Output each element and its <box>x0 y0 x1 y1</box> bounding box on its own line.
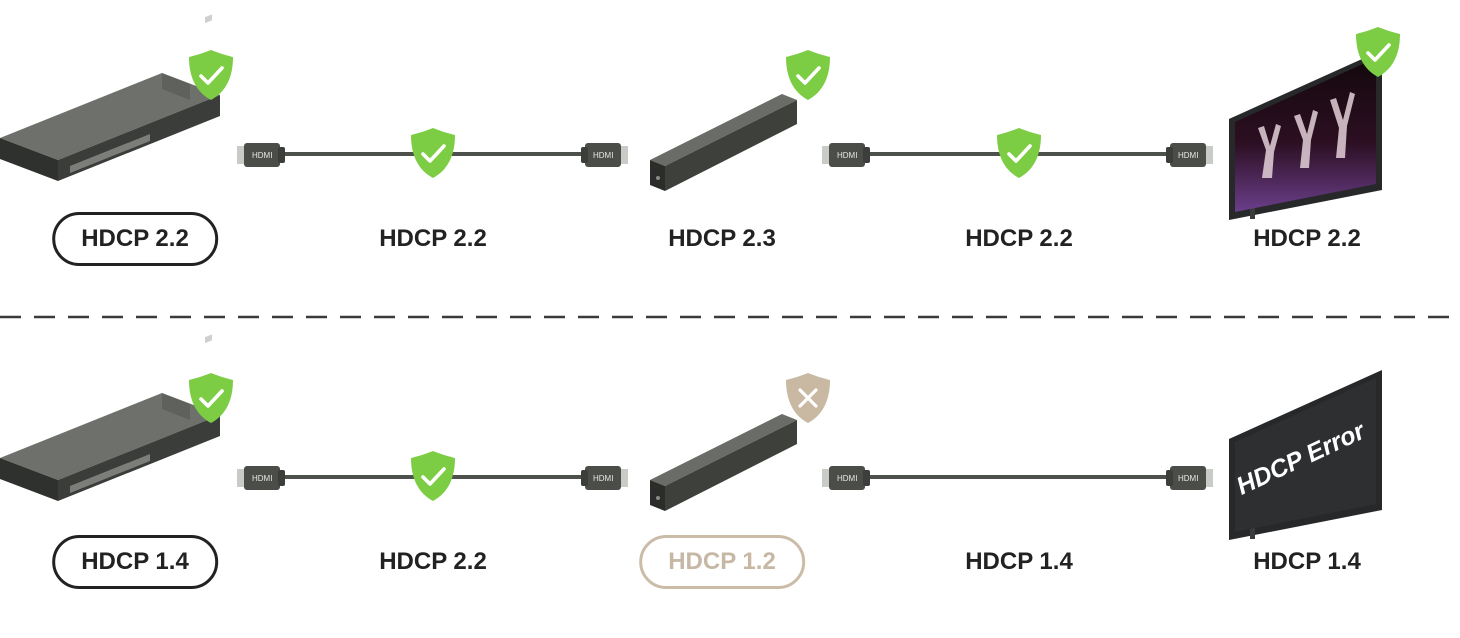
hdmi-connector-text: HDMI <box>252 474 272 483</box>
shield-x-icon <box>784 371 832 425</box>
bottom-source-device <box>0 334 220 501</box>
top-repeater-device <box>650 94 797 191</box>
hdmi-connector-text: HDMI <box>593 474 613 483</box>
top-source-label: HDCP 2.2 <box>52 212 218 266</box>
hdmi-connector-text: HDMI <box>252 151 272 160</box>
hdmi-connector-text: HDMI <box>1178 474 1198 483</box>
bottom-cable-1: HDMI HDMI <box>237 466 628 490</box>
top-source-device <box>0 14 220 182</box>
bottom-cable-2-label: HDCP 1.4 <box>965 548 1073 575</box>
top-cable-2-label: HDCP 2.2 <box>965 225 1073 252</box>
bottom-display-device: HDCP Error <box>1229 370 1382 540</box>
hdmi-connector-text: HDMI <box>837 151 857 160</box>
top-cable-2: HDMI HDMI <box>822 143 1213 167</box>
shield-check-icon <box>409 126 457 180</box>
top-display-label: HDCP 2.2 <box>1253 225 1361 252</box>
bottom-repeater-label: HDCP 1.2 <box>639 535 805 589</box>
bottom-cable-1-label: HDCP 2.2 <box>379 548 487 575</box>
hdmi-connector-text: HDMI <box>593 151 613 160</box>
top-cable-1-label: HDCP 2.2 <box>379 225 487 252</box>
top-repeater-label: HDCP 2.3 <box>668 225 776 252</box>
shield-check-icon <box>784 48 832 102</box>
shield-check-icon <box>995 126 1043 180</box>
bottom-source-label: HDCP 1.4 <box>52 535 218 589</box>
top-display-device <box>1229 50 1382 220</box>
hdmi-connector-text: HDMI <box>1178 151 1198 160</box>
top-cable-1: HDMI HDMI <box>237 143 628 167</box>
bottom-repeater-device <box>650 414 797 511</box>
shield-check-icon <box>409 449 457 503</box>
dancer-silhouettes <box>1258 92 1355 178</box>
bottom-display-label: HDCP 1.4 <box>1253 548 1361 575</box>
hdmi-connector-text: HDMI <box>837 474 857 483</box>
bottom-cable-2: HDMI HDMI <box>822 466 1213 490</box>
